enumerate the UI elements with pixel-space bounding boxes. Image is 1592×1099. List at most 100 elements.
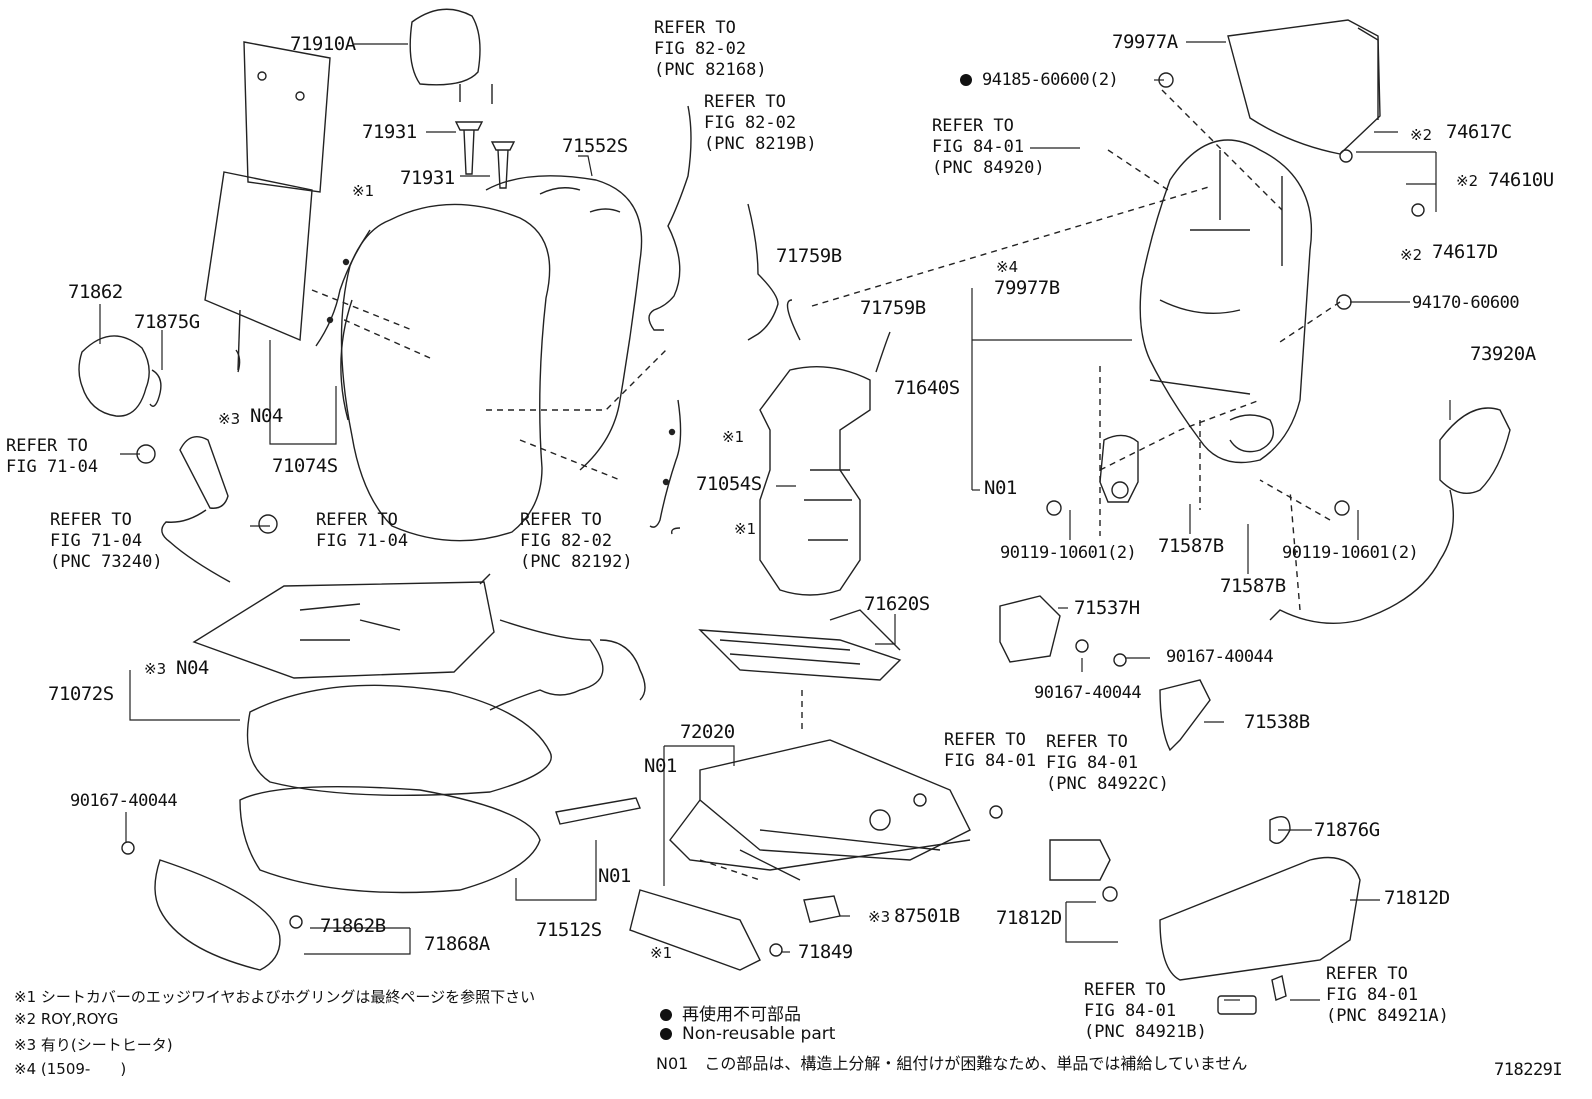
label-90119-10601: 90119-10601(2) (1282, 543, 1419, 563)
mark-note1: ※1 (352, 182, 375, 200)
label-N04: N04 (176, 657, 209, 679)
legend-n01-note: N01 この部品は、構造上分解・組付けが困難なため、単品では補給していません (656, 1054, 1248, 1073)
label-71868A: 71868A (424, 933, 490, 955)
seatbelt-buckle (136, 436, 278, 583)
switch-knob (555, 797, 641, 825)
label-71620S: 71620S (864, 593, 930, 615)
label-71862: 71862 (68, 281, 123, 303)
label-71910A: 71910A (290, 33, 356, 55)
label-79977B: 79977B (994, 277, 1060, 299)
label-74617C: 74617C (1446, 121, 1512, 143)
refer-82-02-82168: REFER TO FIG 82-02 (PNC 82168) (654, 18, 767, 80)
label-71812D: 71812D (1384, 887, 1450, 909)
label-71074S: 71074S (272, 455, 338, 477)
mark-note4: ※4 (996, 258, 1019, 276)
label-72020: 72020 (680, 721, 735, 743)
seat-frame-72020 (629, 739, 971, 971)
seat-spring-71620S (698, 609, 902, 681)
wire-harness-lower (489, 619, 646, 711)
mark-note1: ※1 (722, 428, 745, 446)
label-90167-40044: 90167-40044 (1166, 647, 1274, 667)
label-71054S: 71054S (696, 473, 762, 495)
label-71538B: 71538B (1244, 711, 1310, 733)
bolts (121, 72, 1425, 957)
label-71759B: 71759B (776, 245, 842, 267)
label-71931: 71931 (362, 121, 417, 143)
label-71587B: 71587B (1220, 575, 1286, 597)
refer-84-01-84920: REFER TO FIG 84-01 (PNC 84920) (932, 116, 1045, 178)
refer-82-02-82192: REFER TO FIG 82-02 (PNC 82192) (520, 510, 633, 572)
label-71587B: 71587B (1158, 535, 1224, 557)
edge-wire-left (315, 229, 371, 347)
mark-note3: ※3 (868, 908, 891, 926)
label-79977A: 79977A (1112, 31, 1178, 53)
refer-71-04: REFER TO FIG 71-04 (6, 436, 99, 477)
label-71072S: 71072S (48, 683, 114, 705)
label-71876G: 71876G (1314, 819, 1380, 841)
refer-82-02-8219B: REFER TO FIG 82-02 (PNC 8219B) (704, 92, 817, 154)
cover-71537H (999, 595, 1061, 663)
refer-84-01-84921A: REFER TO FIG 84-01 (PNC 84921A) (1326, 964, 1449, 1026)
leader-lines (99, 41, 1451, 1001)
recliner-motor (1099, 434, 1139, 503)
cover-71538B (1159, 679, 1211, 752)
label-87501B: 87501B (894, 905, 960, 927)
label-94185-60600: 94185-60600(2) (960, 70, 1119, 91)
nonreusable-dot (660, 1028, 672, 1040)
diagram-id: 718229I (1494, 1060, 1563, 1080)
mark-note2: ※2 (1456, 172, 1479, 190)
front-cover-71868A (154, 859, 281, 971)
board-79977A (1227, 19, 1381, 155)
label-71849: 71849 (798, 941, 853, 963)
adjuster-cover-71862 (78, 335, 162, 417)
mark-note3: ※3 (144, 660, 167, 678)
label-71875G: 71875G (134, 311, 200, 333)
label-90167-40044: 90167-40044 (70, 791, 178, 811)
label-74617D: 74617D (1432, 241, 1498, 263)
label-71931: 71931 (400, 167, 455, 189)
mark-note2: ※2 (1410, 126, 1433, 144)
label-71552S: 71552S (562, 135, 628, 157)
side-airbag-73920A (1269, 407, 1511, 624)
refer-71-04: REFER TO FIG 71-04 (316, 510, 409, 551)
seat-cushion-cover-71072S (239, 684, 552, 894)
label-71537H: 71537H (1074, 597, 1140, 619)
label-N01: N01 (644, 755, 677, 777)
label-71759B: 71759B (860, 297, 926, 319)
refer-84-01-84921B: REFER TO FIG 84-01 (PNC 84921B) (1084, 980, 1207, 1042)
seatback-cover-71074S (340, 175, 643, 542)
label-N04: N04 (250, 405, 283, 427)
headrest-71910A (409, 8, 493, 104)
label-74610U: 74610U (1488, 169, 1554, 191)
footnote-2: ※2 ROY,ROYG (14, 1010, 119, 1028)
edge-wire-center (649, 399, 682, 535)
label-N01: N01 (984, 477, 1017, 499)
wire-harness-upper (648, 105, 779, 341)
refer-71-04-73240: REFER TO FIG 71-04 (PNC 73240) (50, 510, 163, 572)
lumbar-pad-87501B (803, 895, 841, 923)
refer-84-01-84922C: REFER TO FIG 84-01 (PNC 84922C) (1046, 732, 1169, 794)
label-71640S: 71640S (894, 377, 960, 399)
switch-84922C (1049, 839, 1111, 881)
footnote-4: ※4 (1509- ) (14, 1060, 127, 1078)
nonreusable-dot (660, 1009, 672, 1021)
mark-note3: ※3 (218, 410, 241, 428)
headrest-guide-71931 (454, 121, 516, 189)
nonreusable-dot (960, 74, 972, 86)
seatback-spring-71054S (759, 299, 891, 596)
label-90167-40044: 90167-40044 (1034, 683, 1142, 703)
mark-note1: ※1 (650, 944, 673, 962)
legend-nonreusable-jp: 再使用不可部品 (660, 1000, 801, 1025)
refer-84-01: REFER TO FIG 84-01 (944, 730, 1037, 771)
label-94170-60600: 94170-60600 (1412, 293, 1520, 313)
label-N01: N01 (598, 865, 631, 887)
footnote-3: ※3 有り(シートヒータ) (14, 1036, 173, 1054)
legend-nonreusable-en: Non-reusable part (660, 1024, 835, 1044)
label-71512S: 71512S (536, 919, 602, 941)
label-71812D: 71812D (996, 907, 1062, 929)
seatback-board (204, 41, 331, 373)
mark-note1: ※1 (734, 520, 757, 538)
seatback-frame-71640S (1139, 139, 1313, 464)
label-71862B: 71862B (320, 915, 386, 937)
